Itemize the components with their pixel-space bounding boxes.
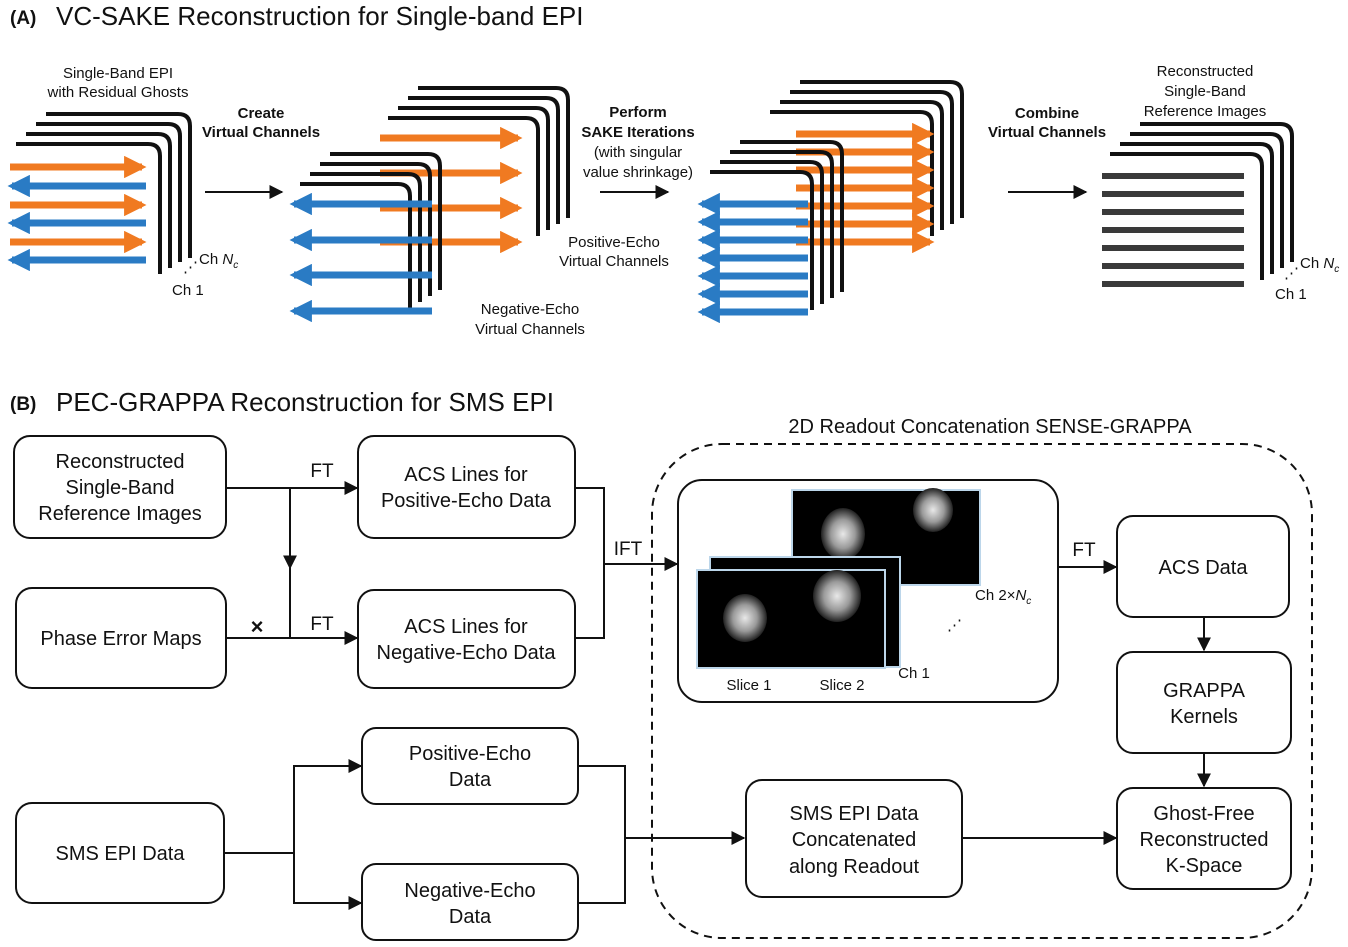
ft-label-bottom: FT	[310, 614, 334, 635]
svg-text:Reference Images: Reference Images	[38, 503, 201, 525]
ghost-free-box: Ghost-Free Reconstructed K-Space	[1116, 787, 1292, 890]
grappa-kernels-box: GRAPPA Kernels	[1116, 651, 1292, 754]
svg-text:ACS Data: ACS Data	[1159, 557, 1249, 579]
panel-b-title: PEC-GRAPPA Reconstruction for SMS EPI	[56, 387, 554, 417]
svg-text:Negative-Echo Data: Negative-Echo Data	[377, 642, 557, 664]
panel-a-letter: (A)	[10, 8, 36, 29]
sake-positive-stack	[770, 80, 964, 254]
ch-dots-b: ⋰	[947, 617, 962, 634]
svg-text:Reconstructed: Reconstructed	[56, 451, 185, 473]
slice-image-front	[696, 569, 886, 669]
acs-negative-box: ACS Lines for Negative-Echo Data	[357, 589, 576, 689]
negative-virtual-channels-stack	[289, 152, 442, 323]
step2-line2: SAKE Iterations	[581, 124, 694, 141]
ch-2nc-label: Ch 2×Nc	[975, 587, 1031, 607]
output-channel-stack	[1102, 122, 1294, 287]
ch1-label-a4: Ch 1	[1275, 286, 1307, 303]
step1-line2: Virtual Channels	[202, 124, 320, 141]
input-label-line1: Single-Band EPI	[63, 65, 173, 82]
sense-grappa-region	[651, 443, 1313, 939]
positive-data-box: Positive-Echo Data	[361, 727, 579, 805]
ch1-label-b: Ch 1	[898, 665, 930, 682]
svg-text:SMS EPI Data: SMS EPI Data	[56, 843, 186, 865]
svg-text:Reconstructed: Reconstructed	[1140, 829, 1269, 851]
output-label-line1: Reconstructed	[1157, 63, 1254, 80]
multiply-symbol: ×	[251, 614, 264, 639]
svg-text:ACS Lines for: ACS Lines for	[404, 616, 528, 638]
svg-text:Positive-Echo: Positive-Echo	[409, 743, 531, 765]
ref-images-box: Reconstructed Single-Band Reference Imag…	[13, 435, 227, 539]
connection-lines	[224, 481, 1211, 910]
step2-note-line1: (with singular	[594, 144, 682, 161]
svg-text:SMS EPI Data: SMS EPI Data	[790, 803, 920, 825]
ift-label: IFT	[614, 539, 643, 560]
output-label-line3: Reference Images	[1144, 103, 1267, 120]
step2-line1: Perform	[609, 104, 667, 121]
negative-vc-line1: Negative-Echo	[481, 301, 579, 318]
svg-text:Phase Error Maps: Phase Error Maps	[40, 628, 201, 650]
svg-text:Positive-Echo Data: Positive-Echo Data	[381, 490, 552, 512]
panel-a-title: VC-SAKE Reconstruction for Single-band E…	[56, 1, 583, 31]
svg-text:K-Space: K-Space	[1166, 855, 1243, 877]
acs-data-box: ACS Data	[1116, 515, 1290, 618]
svg-text:Single-Band: Single-Band	[66, 477, 175, 499]
negative-vc-line2: Virtual Channels	[475, 321, 585, 338]
positive-virtual-channels-stack	[380, 86, 570, 254]
svg-text:Ghost-Free: Ghost-Free	[1153, 803, 1254, 825]
acs-positive-box: ACS Lines for Positive-Echo Data	[357, 435, 576, 539]
svg-text:Kernels: Kernels	[1170, 706, 1238, 728]
step2-note-line2: value shrinkage)	[583, 164, 693, 181]
concat-box: SMS EPI Data Concatenated along Readout	[745, 779, 963, 898]
sense-grappa-title: 2D Readout Concatenation SENSE-GRAPPA	[788, 416, 1192, 438]
input-label-line2: with Residual Ghosts	[47, 84, 189, 101]
image-stack-box: Slice 1 Slice 2 Ch 1 ⋰ Ch 2×Nc	[677, 479, 1059, 703]
step3-line2: Virtual Channels	[988, 124, 1106, 141]
ft-label-top: FT	[310, 461, 334, 482]
ch-nc-label-a4: Ch Nc	[1300, 255, 1339, 275]
slice2-label: Slice 2	[819, 677, 864, 694]
positive-vc-line1: Positive-Echo	[568, 234, 660, 251]
svg-text:GRAPPA: GRAPPA	[1163, 680, 1246, 702]
svg-text:ACS Lines for: ACS Lines for	[404, 464, 528, 486]
negative-data-box: Negative-Echo Data	[361, 863, 579, 941]
svg-text:Negative-Echo: Negative-Echo	[404, 880, 535, 902]
ft-label-right: FT	[1072, 540, 1096, 561]
positive-vc-line2: Virtual Channels	[559, 253, 669, 270]
sms-data-box: SMS EPI Data	[15, 802, 225, 904]
svg-text:Data: Data	[449, 769, 492, 791]
phase-error-box: Phase Error Maps	[15, 587, 227, 689]
ch-dots-a4: ⋰	[1284, 265, 1299, 282]
svg-text:Data: Data	[449, 906, 492, 928]
sake-negative-stack	[697, 140, 844, 324]
output-label-line2: Single-Band	[1164, 83, 1246, 100]
slice1-label: Slice 1	[726, 677, 771, 694]
step1-line1: Create	[238, 105, 285, 122]
input-channel-stack	[7, 112, 192, 274]
panel-b-letter: (B)	[10, 394, 36, 415]
step3-line1: Combine	[1015, 105, 1079, 122]
svg-text:Concatenated: Concatenated	[792, 829, 917, 851]
svg-text:along Readout: along Readout	[789, 856, 920, 878]
ch-dots-a1: ⋰	[183, 259, 198, 276]
ch1-label-a1: Ch 1	[172, 282, 204, 299]
ch-nc-label-a1: Ch Nc	[199, 251, 238, 271]
